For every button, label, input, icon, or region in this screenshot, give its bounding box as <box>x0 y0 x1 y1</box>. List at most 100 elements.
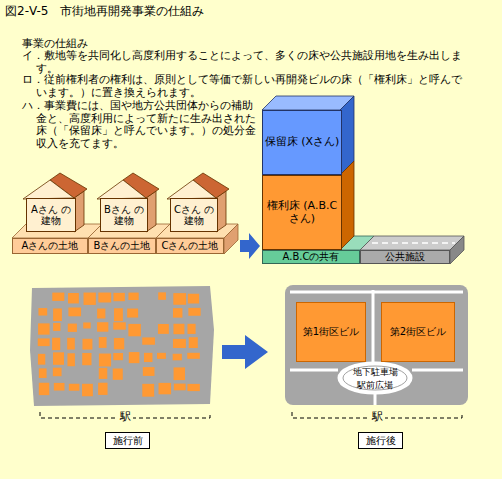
map-block <box>38 323 50 334</box>
map-block <box>83 322 90 328</box>
block-building: 第1街区ビル <box>296 302 366 362</box>
arrow <box>240 233 260 259</box>
road <box>290 291 463 294</box>
shared-land: A.B.Cの共有 <box>262 250 360 264</box>
map-block <box>114 308 123 321</box>
map-block <box>173 308 182 317</box>
map-block <box>128 324 140 336</box>
map-block <box>129 352 140 363</box>
parking-outline <box>343 366 407 390</box>
node-text: Aさん の建物 <box>27 204 75 227</box>
map-block <box>53 323 60 331</box>
node-text: A.B.Cの共有 <box>282 251 341 263</box>
map-block <box>127 309 138 318</box>
note-text: ロ．従前権利者の権利は、原則として等価で新しい再開発ビルの床（「権利床」と呼んで… <box>22 74 462 99</box>
note-text: 事業の仕組み <box>22 38 142 51</box>
map-block <box>38 338 50 346</box>
map-block <box>173 293 186 305</box>
road <box>374 393 377 405</box>
node-text: 権利床 (A.B.Cさん) <box>263 200 341 225</box>
map-block <box>173 339 186 348</box>
map-block <box>98 293 111 303</box>
node-text: Cさんの土地 <box>161 240 220 252</box>
block-building: 第2街区ビル <box>381 302 455 362</box>
map-block <box>68 324 77 332</box>
node-text: 第1街区ビル <box>302 326 360 338</box>
map-block <box>143 367 155 376</box>
rights-floor: 権利床 (A.B.Cさん) <box>262 175 342 250</box>
map-block <box>99 368 107 379</box>
stage-box: 施行後 <box>358 432 403 449</box>
map-block <box>188 294 199 304</box>
map-block <box>82 353 91 365</box>
map-block <box>113 322 126 329</box>
map-block <box>174 384 186 391</box>
map-block <box>158 292 166 299</box>
plaza-label: 駅前広場 <box>353 379 397 392</box>
node-text: Bさん の建物 <box>101 204 147 227</box>
station-plaza <box>339 363 411 393</box>
map-block <box>52 293 64 301</box>
node-text: 施行後 <box>365 435 397 447</box>
building-side <box>340 161 354 250</box>
building-top <box>262 96 354 110</box>
figure-title: 図2-V-5 市街地再開発事業の仕組み <box>5 3 204 20</box>
node-text: Bさんの土地 <box>93 240 152 252</box>
node-text: 第2街区ビル <box>389 326 447 338</box>
house: Aさん の建物 <box>26 198 76 232</box>
map-block <box>38 354 45 365</box>
map-blocks <box>38 292 201 396</box>
station-label: 駅 <box>370 411 385 424</box>
node-text: Aさんの土地 <box>21 240 80 252</box>
map-block <box>128 293 138 300</box>
public-facility: 公共施設 <box>360 250 450 264</box>
map-block <box>39 368 47 378</box>
node-text: 地下駐車場 <box>352 367 399 377</box>
land-plot: Aさんの土地 <box>12 238 88 254</box>
map-block <box>53 368 62 377</box>
map-ground <box>285 285 468 405</box>
land-plot: Cさんの土地 <box>156 238 224 254</box>
map-block <box>113 353 123 360</box>
house-drawings <box>23 173 229 232</box>
map-block <box>98 383 107 395</box>
map-block <box>142 337 155 344</box>
map-block <box>84 293 96 305</box>
map-block <box>39 383 49 395</box>
map-block <box>144 353 152 362</box>
parking-label: 地下駐車場 <box>350 366 401 379</box>
map-block <box>158 324 169 334</box>
house-gable <box>97 180 146 199</box>
note-text: ハ．事業費には、国や地方公共団体からの補助金と、高度利用によって新たに生み出され… <box>22 100 256 150</box>
map-block <box>38 308 47 315</box>
map-ground <box>30 286 214 406</box>
map-block <box>53 352 64 364</box>
house: Cさん の建物 <box>170 198 218 232</box>
land-side <box>224 224 238 254</box>
map-block <box>67 338 75 350</box>
slab-side <box>450 236 464 264</box>
stage-box: 施行前 <box>105 432 150 449</box>
station-label: 駅 <box>118 411 133 424</box>
map-block <box>113 369 123 380</box>
house: Bさん の建物 <box>100 198 148 232</box>
house-gable <box>167 180 216 199</box>
map-block <box>68 293 79 303</box>
house-gable <box>23 180 74 199</box>
map-block <box>99 337 107 348</box>
reserve-floor: 保留床 (Xさん) <box>262 110 342 175</box>
road-top <box>360 236 464 250</box>
node-text: 公共施設 <box>384 251 426 263</box>
map-block <box>113 293 124 301</box>
map-block <box>187 353 200 359</box>
map-block <box>173 354 182 361</box>
map-block <box>68 308 81 317</box>
arrow <box>222 335 268 369</box>
map-block <box>97 322 108 331</box>
map-block <box>173 324 184 334</box>
map-block <box>82 384 93 396</box>
node-text: 施行前 <box>112 435 144 447</box>
map-block <box>69 384 80 391</box>
map-block <box>188 308 200 316</box>
map-block <box>99 354 111 367</box>
